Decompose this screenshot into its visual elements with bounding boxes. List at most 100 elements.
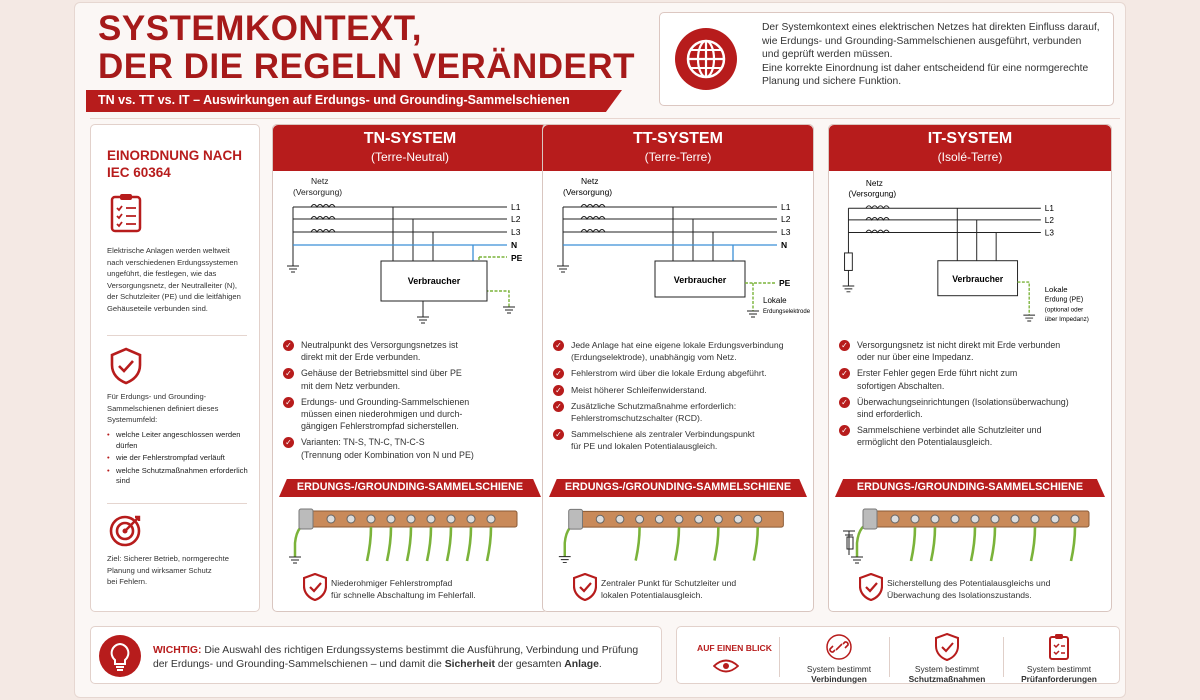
busbar-illustration [289, 508, 518, 564]
shield-check-icon [859, 573, 883, 601]
l1-label: L1 [1045, 204, 1055, 213]
busbar-heading: ERDUNGS-/GROUNDING-SAMMELSCHIENE [279, 479, 541, 497]
n-label: N [781, 240, 787, 250]
busbar-illustration [558, 508, 784, 564]
impedanz-label: über Impedanz) [1045, 316, 1089, 323]
busbar-heading: ERDUNGS-/GROUNDING-SAMMELSCHIENE [835, 479, 1105, 497]
sidebar-divider [107, 503, 247, 504]
page-subtitle: TN vs. TT vs. IT – Auswirkungen auf Erdu… [86, 90, 622, 112]
check-icon: ✓ [553, 368, 564, 380]
shield-check-icon [573, 573, 597, 601]
check-icon: ✓ [283, 368, 294, 380]
shield-check-icon [303, 573, 327, 601]
check-icon: ✓ [283, 437, 294, 449]
lokale-label: Lokale [1045, 285, 1068, 294]
bullet-item: ✓Zusätzliche Schutzmaßnahme erforderlich… [553, 400, 811, 424]
l2-label: L2 [1045, 216, 1055, 225]
versorgung-label: (Versorgung) [848, 190, 896, 199]
panel-header: TT-SYSTEM (Terre-Terre) [543, 125, 813, 171]
panel-caption: Sicherstellung des Potentialausgleichs u… [887, 578, 1051, 600]
important-text: WICHTIG: Die Auswahl des richtigen Erdun… [153, 645, 639, 670]
bullet-item: ✓Gehäuse der Betriebsmittel sind über PE… [283, 367, 541, 391]
erdung-pe-label: Erdung (PE) [1045, 297, 1083, 304]
tt-bullets: ✓Jede Anlage hat eine eigene lokale Erdu… [553, 339, 811, 457]
panel-tn-system: TN-SYSTEM (Terre-Neutral) Netz (Versorgu… [272, 124, 548, 612]
check-icon: ✓ [839, 340, 850, 351]
panel-header: TN-SYSTEM (Terre-Neutral) [273, 125, 547, 171]
busbar-heading: ERDUNGS-/GROUNDING-SAMMELSCHIENE [549, 479, 807, 497]
sidebar-iec: EINORDNUNG NACH IEC 60364 Elektrische An… [90, 124, 260, 612]
verbraucher-label: Verbraucher [952, 274, 1004, 284]
glance-divider [779, 637, 780, 677]
panel-tt-system: TT-SYSTEM (Terre-Terre) Netz (Versorgung… [542, 124, 814, 612]
check-icon: ✓ [553, 340, 564, 351]
link-icon [826, 634, 852, 660]
versorgung-label: (Versorgung) [563, 187, 612, 197]
l3-label: L3 [781, 227, 791, 237]
bullet-item: ✓Versorgungsnetz ist nicht direkt mit Er… [839, 339, 1105, 363]
tn-circuit-diagram: Netz (Versorgung) Verbraucher L1 L2 L3 N… [287, 176, 523, 324]
it-bullets: ✓Versorgungsnetz ist nicht direkt mit Er… [839, 339, 1105, 453]
check-icon: ✓ [553, 384, 564, 396]
intro-text: Der Systemkontext eines elektrischen Net… [762, 22, 1100, 88]
l1-label: L1 [781, 202, 791, 212]
check-icon: ✓ [839, 368, 850, 380]
sidebar-text-systemumfeld: Für Erdungs- und Grounding-Sammelschiene… [107, 392, 219, 425]
bullet-item: ✓Überwachungseinrichtungen (Isolationsüb… [839, 396, 1105, 420]
erdungselektrode-label: Erdungselektrode [763, 309, 811, 315]
panel-header: IT-SYSTEM (Isolé-Terre) [829, 125, 1111, 171]
checklist-icon [110, 194, 142, 233]
globe-icon [675, 28, 737, 90]
l1-label: L1 [511, 202, 521, 212]
bullet-item: ✓Fehlerstrom wird über die lokale Erdung… [553, 367, 811, 380]
netz-label: Netz [311, 176, 328, 186]
l2-label: L2 [511, 214, 521, 224]
netz-label: Netz [581, 176, 598, 186]
verbraucher-label: Verbraucher [674, 275, 727, 285]
target-icon [109, 515, 141, 547]
check-icon: ✓ [839, 396, 850, 408]
glance-divider [889, 637, 890, 677]
l3-label: L3 [511, 227, 521, 237]
list-item: welche Schutzmaßnahmen erforderlich sind [107, 466, 253, 487]
lokale-label: Lokale [763, 296, 787, 305]
list-item: welche Leiter angeschlossen werden dürfe… [107, 430, 253, 451]
busbar-illustration [843, 508, 1090, 564]
header-divider [90, 118, 1120, 119]
bullet-item: ✓Jede Anlage hat eine eigene lokale Erdu… [553, 339, 811, 363]
check-icon: ✓ [283, 340, 294, 351]
sidebar-title: EINORDNUNG NACH IEC 60364 [107, 148, 242, 180]
pe-label: PE [511, 253, 523, 263]
shield-check-icon [935, 632, 959, 662]
glance-label: AUF EINEN BLICK [697, 643, 772, 653]
check-icon: ✓ [839, 425, 850, 437]
verbraucher-label: Verbraucher [408, 276, 461, 286]
n-label: N [511, 240, 517, 250]
eye-icon [713, 659, 739, 673]
bullet-item: ✓Varianten: TN-S, TN-C, TN-C-S(Trennung … [283, 436, 541, 460]
it-circuit-diagram: Netz (Versorgung) Verbraucher L1 L2 L3 L… [842, 179, 1089, 323]
versorgung-label: (Versorgung) [293, 187, 342, 197]
sidebar-list: welche Leiter angeschlossen werden dürfe… [107, 430, 253, 489]
optional-label: (optional oder [1045, 306, 1084, 313]
bullet-item: ✓Sammelschiene verbindet alle Schutzleit… [839, 424, 1105, 448]
check-icon: ✓ [283, 396, 294, 408]
clipboard-icon [1049, 634, 1069, 660]
l3-label: L3 [1045, 228, 1055, 237]
l2-label: L2 [781, 214, 791, 224]
glance-divider [1003, 637, 1004, 677]
page-title: SYSTEMKONTEXT, DER DIE REGELN VERÄNDERT [98, 9, 636, 86]
pe-label: PE [779, 278, 791, 288]
tt-circuit-diagram: Netz (Versorgung) Verbraucher L1 L2 L3 N… [557, 176, 811, 318]
lightbulb-icon [99, 635, 141, 677]
